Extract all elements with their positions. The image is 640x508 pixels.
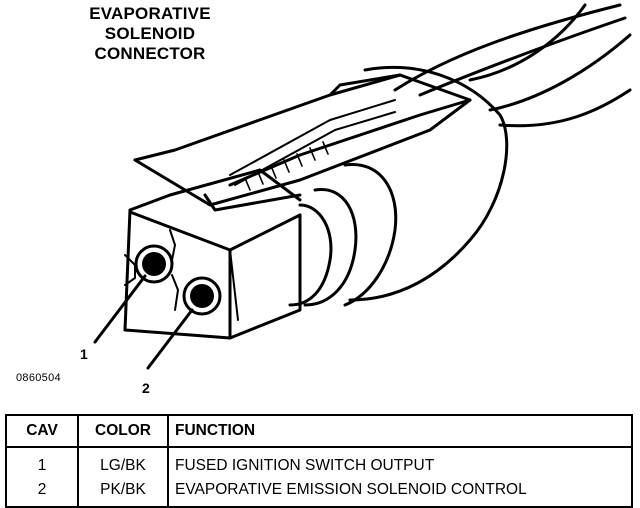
pinout-table: CAV COLOR FUNCTION 1 LG/BK FUSED IGNITIO… bbox=[5, 414, 633, 508]
header-function: FUNCTION bbox=[167, 414, 633, 448]
title-line-2: SOLENOID bbox=[104, 24, 196, 43]
wire-harness bbox=[393, 3, 632, 128]
title-line-1: EVAPORATIVE bbox=[89, 4, 211, 23]
leader-line-2 bbox=[146, 308, 194, 370]
connector-illustration bbox=[93, 3, 632, 370]
connector-boot bbox=[288, 65, 509, 307]
cell-color: LG/BK bbox=[77, 447, 169, 478]
header-cav: CAV bbox=[5, 414, 79, 448]
title-line-3: CONNECTOR bbox=[94, 44, 206, 63]
table-row: 1 LG/BK FUSED IGNITION SWITCH OUTPUT bbox=[5, 447, 633, 478]
diagram-title: EVAPORATIVE SOLENOID CONNECTOR bbox=[60, 4, 240, 64]
table-header-row: CAV COLOR FUNCTION bbox=[5, 414, 633, 448]
cell-function: FUSED IGNITION SWITCH OUTPUT bbox=[167, 447, 633, 478]
cell-cav: 2 bbox=[5, 478, 79, 508]
pin-label-2: 2 bbox=[142, 380, 150, 396]
cell-cav: 1 bbox=[5, 447, 79, 478]
header-color: COLOR bbox=[77, 414, 169, 448]
figure-id: 0860504 bbox=[16, 372, 61, 384]
cavity-2 bbox=[182, 276, 222, 316]
cell-function: EVAPORATIVE EMISSION SOLENOID CONTROL bbox=[167, 478, 633, 508]
pin-label-1: 1 bbox=[80, 346, 88, 362]
cavity-1 bbox=[134, 244, 174, 284]
table-row: 2 PK/BK EVAPORATIVE EMISSION SOLENOID CO… bbox=[5, 478, 633, 508]
locking-latch bbox=[133, 73, 472, 212]
leader-line-1 bbox=[93, 274, 147, 344]
cell-color: PK/BK bbox=[77, 478, 169, 508]
